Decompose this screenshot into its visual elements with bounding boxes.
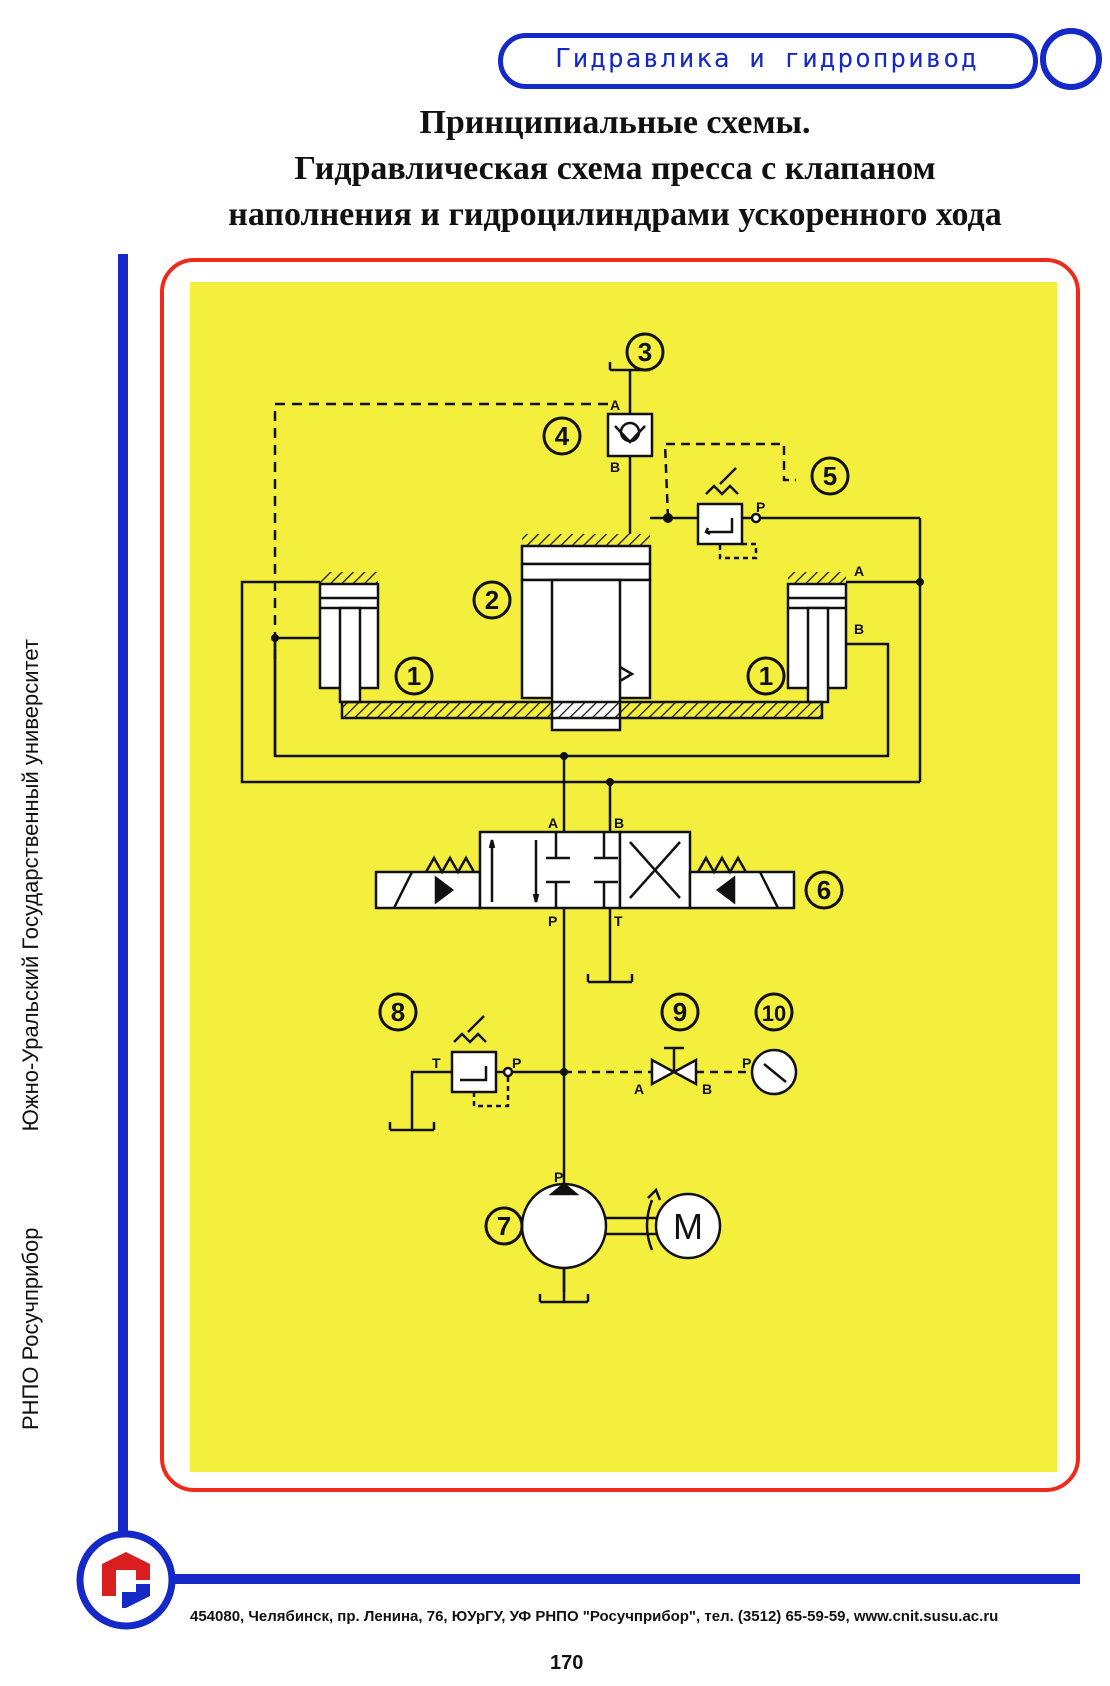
port-b-check: B [610, 459, 620, 475]
port-b-valve9: B [702, 1081, 712, 1097]
port-p-pump: P [554, 1169, 563, 1185]
port-a-check: A [610, 397, 620, 413]
page-title: Принципиальные схемы. Гидравлическая схе… [150, 100, 1080, 238]
component-number-4: 4 [555, 421, 570, 451]
component-number-10: 10 [762, 1001, 786, 1026]
footer-address: 454080, Челябинск, пр. Ленина, 76, ЮУрГУ… [190, 1608, 999, 1625]
side-caption: РНПО Росучприбор Южно-Уральский Государс… [18, 430, 58, 1430]
header-title: Гидравлика и гидропривод [555, 44, 979, 74]
port-a-cyl: A [854, 563, 864, 579]
side-org-1: РНПО Росучприбор [18, 1227, 43, 1430]
motor-label: M [673, 1206, 703, 1247]
component-number-1-right: 1 [759, 661, 773, 691]
page-number: 170 [550, 1652, 584, 1674]
port-p-valve8: P [512, 1055, 521, 1071]
component-number-3: 3 [638, 337, 652, 367]
hydraulic-schematic: 3 4 5 2 1 1 6 8 9 10 7 M A B P A B A B P… [240, 332, 924, 1304]
port-p-valve6: P [548, 913, 557, 929]
component-number-7: 7 [497, 1211, 511, 1241]
component-number-9: 9 [673, 997, 687, 1027]
component-number-5: 5 [823, 461, 837, 491]
port-b-cyl: B [854, 621, 864, 637]
title-line-2: Гидравлическая схема пресса с клапаном [294, 150, 936, 187]
header-circle-icon [1040, 28, 1102, 90]
port-t-valve8: T [432, 1055, 441, 1071]
logo-icon [76, 1530, 176, 1630]
port-p-gauge: P [742, 1055, 751, 1071]
diagram-frame [160, 258, 1080, 1492]
port-a-valve9: A [634, 1081, 644, 1097]
port-a-valve6: A [548, 815, 558, 831]
component-number-8: 8 [391, 997, 405, 1027]
component-number-1-left: 1 [407, 661, 421, 691]
port-p-valve5: P [756, 499, 765, 515]
bottom-line [118, 1574, 1080, 1584]
port-t-valve6: T [614, 913, 623, 929]
component-number-6: 6 [817, 875, 831, 905]
header-banner [498, 33, 1038, 89]
side-bar [118, 254, 128, 1580]
title-line-3: наполнения и гидроцилиндрами ускоренного… [228, 196, 1002, 233]
component-number-2: 2 [485, 585, 499, 615]
port-b-valve6: B [614, 815, 624, 831]
title-line-1: Принципиальные схемы. [419, 104, 811, 141]
side-org-2: Южно-Уральский Государственный университ… [18, 639, 43, 1132]
